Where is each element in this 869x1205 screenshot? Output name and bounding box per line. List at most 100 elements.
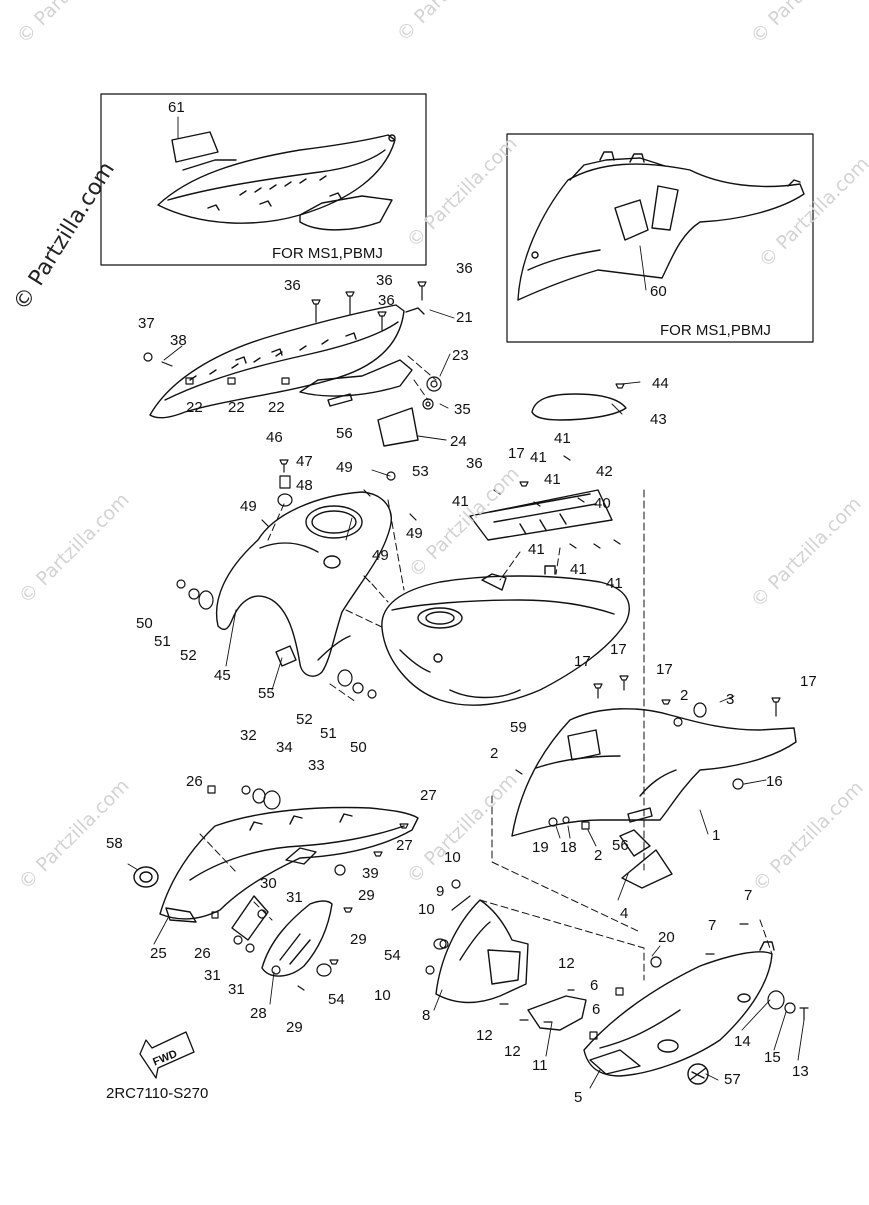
- callout-41: 41: [530, 449, 547, 466]
- callout-16: 16: [766, 773, 783, 790]
- callout-35: 35: [454, 401, 471, 418]
- callout-39: 39: [362, 865, 379, 882]
- part-28-bracket: [261, 900, 333, 977]
- callout-29: 29: [350, 931, 367, 948]
- callout-20: 20: [658, 929, 675, 946]
- fasteners: [143, 281, 809, 1040]
- part-21-side-cowl: [149, 304, 425, 419]
- callout-12: 12: [504, 1043, 521, 1060]
- part-25-lower-cowl: [159, 806, 419, 923]
- callout-48: 48: [296, 477, 313, 494]
- callout-45: 45: [214, 667, 231, 684]
- part-8-inner-panel: [435, 899, 529, 1004]
- callout-24: 24: [450, 433, 467, 450]
- callout-31: 31: [204, 967, 221, 984]
- callout-18: 18: [560, 839, 577, 856]
- part-56-decal-right: [627, 807, 653, 823]
- callout-36: 36: [376, 272, 393, 289]
- callout-30: 30: [260, 875, 277, 892]
- callout-28: 28: [250, 1005, 267, 1022]
- part-4-decal: [621, 849, 673, 889]
- callout-27: 27: [420, 787, 437, 804]
- callout-25: 25: [150, 945, 167, 962]
- inset-right-panel: [517, 151, 805, 301]
- callout-31: 31: [286, 889, 303, 906]
- callout-33: 33: [308, 757, 325, 774]
- callout-49: 49: [240, 498, 257, 515]
- callout-26: 26: [186, 773, 203, 790]
- inset-left-frame: [100, 93, 427, 266]
- fuel-tank: [381, 565, 630, 706]
- callout-7: 7: [744, 887, 752, 904]
- callout-10: 10: [418, 901, 435, 918]
- part-40-bracket: [469, 489, 613, 541]
- callout-2: 2: [594, 847, 602, 864]
- callout-2: 2: [680, 687, 688, 704]
- callout-6: 6: [590, 977, 598, 994]
- inset-right-part-60: 60: [650, 283, 667, 300]
- callout-29: 29: [286, 1019, 303, 1036]
- callout-37: 37: [138, 315, 155, 332]
- callout-36: 36: [378, 292, 395, 309]
- callout-44: 44: [652, 375, 669, 392]
- callout-17: 17: [656, 661, 673, 678]
- callout-56: 56: [336, 425, 353, 442]
- callout-17: 17: [574, 653, 591, 670]
- callout-36: 36: [466, 455, 483, 472]
- callout-17: 17: [508, 445, 525, 462]
- callout-19: 19: [532, 839, 549, 856]
- callout-17: 17: [610, 641, 627, 658]
- callout-22: 22: [268, 399, 285, 416]
- callout-46: 46: [266, 429, 283, 446]
- callout-51: 51: [320, 725, 337, 742]
- callout-2: 2: [490, 745, 498, 762]
- inset-right-caption: FOR MS1,PBMJ: [660, 322, 771, 339]
- callout-40: 40: [594, 495, 611, 512]
- callout-10: 10: [444, 849, 461, 866]
- callout-51: 51: [154, 633, 171, 650]
- callout-22: 22: [228, 399, 245, 416]
- callout-11: 11: [532, 1057, 548, 1074]
- part-24-decal: [377, 407, 419, 447]
- callout-labels: 36 36 36 36 21 37 38 22 22 22 23 35 56 2…: [106, 260, 817, 1106]
- callout-41: 41: [570, 561, 587, 578]
- inset-left-part-61: 61: [168, 99, 185, 116]
- callout-47: 47: [296, 453, 313, 470]
- part-30-plate: [231, 895, 269, 941]
- part-56-decal: [327, 393, 353, 407]
- callout-31: 31: [228, 981, 245, 998]
- callout-22: 22: [186, 399, 203, 416]
- callout-50: 50: [350, 739, 367, 756]
- callout-52: 52: [296, 711, 313, 728]
- callout-41: 41: [606, 575, 623, 592]
- callout-57: 57: [724, 1071, 741, 1088]
- callout-32: 32: [240, 727, 257, 744]
- leader-lines: [127, 116, 805, 1089]
- callout-9: 9: [436, 883, 444, 900]
- callout-50: 50: [136, 615, 153, 632]
- callout-29: 29: [358, 887, 375, 904]
- fwd-arrow-icon: [139, 1031, 195, 1079]
- callout-5: 5: [574, 1089, 582, 1106]
- part-11-bracket: [527, 995, 587, 1031]
- callout-41: 41: [528, 541, 545, 558]
- callout-55: 55: [258, 685, 275, 702]
- callout-14: 14: [734, 1033, 751, 1050]
- callout-52: 52: [180, 647, 197, 664]
- part-57-emblem: [687, 1063, 709, 1085]
- callout-38: 38: [170, 332, 187, 349]
- callout-12: 12: [476, 1027, 493, 1044]
- callout-17: 17: [800, 673, 817, 690]
- callout-1: 1: [712, 827, 720, 844]
- diagram-code: 2RC7110-S270: [106, 1085, 208, 1102]
- callout-42: 42: [596, 463, 613, 480]
- callout-13: 13: [792, 1063, 809, 1080]
- callout-54: 54: [384, 947, 401, 964]
- callout-59: 59: [510, 719, 527, 736]
- callout-34: 34: [276, 739, 293, 756]
- part-5-under-cowl: [583, 941, 775, 1077]
- callout-41: 41: [554, 430, 571, 447]
- inset-right-frame: [506, 133, 814, 343]
- part-45-tank-cover: [215, 491, 392, 677]
